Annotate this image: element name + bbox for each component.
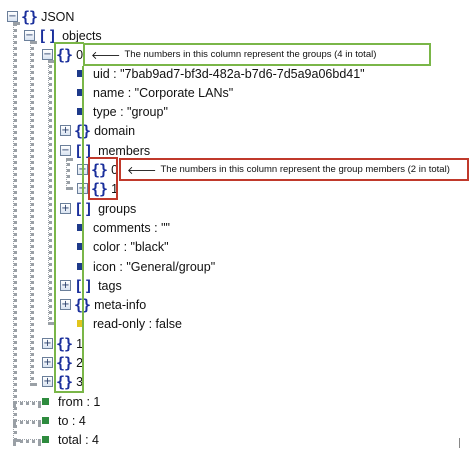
object-braces-icon: {} <box>56 372 73 391</box>
array-brackets-icon: [] <box>38 26 59 45</box>
expand-icon[interactable]: + <box>42 357 53 368</box>
node-label-domain: domain <box>94 123 136 138</box>
tree-node-root[interactable]: − {} JSON <box>7 7 74 26</box>
node-label-member-index: 1 <box>111 181 119 196</box>
object-braces-icon: {} <box>91 160 108 179</box>
tree-prop-color[interactable]: color : "black" <box>77 237 169 256</box>
string-property-icon <box>77 243 84 250</box>
string-property-icon <box>77 108 84 115</box>
expand-icon[interactable]: + <box>60 203 71 214</box>
members-highlight-box <box>88 157 118 200</box>
arrow-left-icon: 🡐 <box>91 48 121 62</box>
node-label-group-index: 1 <box>76 336 84 351</box>
expand-icon[interactable]: + <box>60 125 71 136</box>
tree-prop-comments[interactable]: comments : "" <box>77 218 170 237</box>
prop-text: from : 1 <box>58 394 101 409</box>
string-property-icon <box>77 263 84 270</box>
expand-icon[interactable]: + <box>60 299 71 310</box>
tree-prop-to[interactable]: to : 4 <box>42 411 86 430</box>
tree-line-members <box>66 158 70 190</box>
node-label-groups: groups <box>98 201 137 216</box>
node-label-group-index: 3 <box>76 374 84 389</box>
tree-node-group-2[interactable]: + {} 2 <box>42 353 83 372</box>
tree-prop-icon[interactable]: icon : "General/group" <box>77 257 215 276</box>
groups-highlight-box <box>54 42 84 393</box>
prop-text: uid : "7bab9ad7-bf3d-482a-b7d6-7d5a9a06b… <box>93 66 365 81</box>
tree-prop-type[interactable]: type : "group" <box>77 102 168 121</box>
tree-line-group0 <box>48 60 52 325</box>
node-label-objects: objects <box>62 28 102 43</box>
tree-prop-from[interactable]: from : 1 <box>42 392 100 411</box>
prop-text: read-only : false <box>93 316 182 331</box>
tree-prop-read-only[interactable]: read-only : false <box>77 314 182 333</box>
object-braces-icon: {} <box>56 353 73 372</box>
tree-prop-uid[interactable]: uid : "7bab9ad7-bf3d-482a-b7d6-7d5a9a06b… <box>77 64 365 83</box>
node-label-meta-info: meta-info <box>94 297 147 312</box>
groups-highlight-box-right <box>82 66 84 393</box>
members-annotation-callout: 🡐 The numbers in this column represent t… <box>119 158 469 181</box>
number-property-icon <box>42 417 49 424</box>
scroll-indicator[interactable] <box>459 438 460 448</box>
prop-text: icon : "General/group" <box>93 259 216 274</box>
expand-icon[interactable]: + <box>42 376 53 387</box>
arrow-left-icon: 🡐 <box>127 163 157 177</box>
node-label-tags: tags <box>98 278 122 293</box>
tree-node-group-1[interactable]: + {} 1 <box>42 334 83 353</box>
tree-node-group-3[interactable]: + {} 3 <box>42 372 83 391</box>
groups-annotation-text: The numbers in this column represent the… <box>124 49 377 60</box>
prop-text: to : 4 <box>58 413 86 428</box>
boolean-property-icon <box>77 320 84 327</box>
string-property-icon <box>77 224 84 231</box>
node-label-root: JSON <box>41 9 75 24</box>
expand-icon[interactable]: + <box>42 338 53 349</box>
node-label-members: members <box>98 143 151 158</box>
object-braces-icon: {} <box>21 7 38 26</box>
collapse-icon[interactable]: − <box>42 49 53 60</box>
prop-text: color : "black" <box>93 239 169 254</box>
tree-node-objects[interactable]: − [] objects <box>24 26 102 45</box>
string-property-icon <box>77 70 84 77</box>
tree-node-members[interactable]: − [] members <box>60 141 150 160</box>
node-label-group-index: 2 <box>76 355 84 370</box>
tree-branch-total <box>13 439 41 443</box>
prop-text: comments : "" <box>93 220 170 235</box>
collapse-icon[interactable]: − <box>60 145 71 156</box>
collapse-icon[interactable]: − <box>7 11 18 22</box>
collapse-icon[interactable]: − <box>24 30 35 41</box>
tree-branch-to <box>13 420 41 424</box>
tree-line-objects <box>30 41 34 386</box>
tree-line-root <box>13 22 17 442</box>
tree-node-meta-info[interactable]: + {} meta-info <box>60 295 146 314</box>
prop-text: total : 4 <box>58 432 99 447</box>
expand-icon[interactable]: + <box>60 280 71 291</box>
number-property-icon <box>42 436 49 443</box>
node-label-group-index: 0 <box>76 47 84 62</box>
tree-prop-name[interactable]: name : "Corporate LANs" <box>77 83 233 102</box>
object-braces-icon: {} <box>91 179 108 198</box>
tree-node-group-0[interactable]: − {} 0 <box>42 45 83 64</box>
tree-branch-from <box>13 401 41 405</box>
string-property-icon <box>77 89 84 96</box>
node-label-member-index: 0 <box>111 162 119 177</box>
members-annotation-text: The numbers in this column represent the… <box>160 164 450 175</box>
object-braces-icon: {} <box>56 45 73 64</box>
object-braces-icon: {} <box>56 334 73 353</box>
number-property-icon <box>42 398 49 405</box>
tree-prop-total[interactable]: total : 4 <box>42 430 99 449</box>
prop-text: name : "Corporate LANs" <box>93 85 234 100</box>
groups-annotation-callout: 🡐 The numbers in this column represent t… <box>83 43 431 66</box>
prop-text: type : "group" <box>93 104 168 119</box>
